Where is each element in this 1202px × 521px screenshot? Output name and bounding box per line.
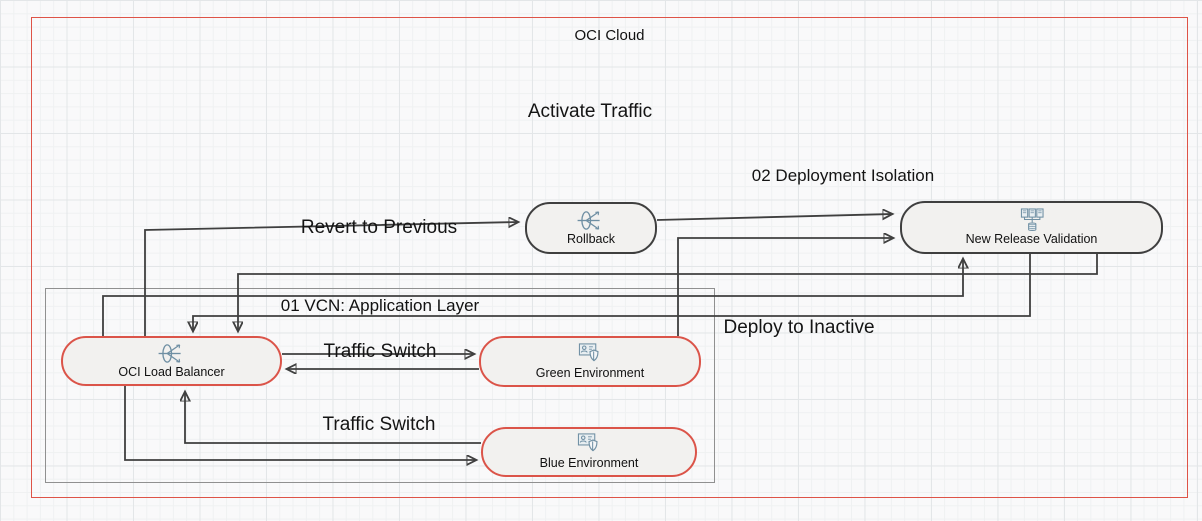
traffic-switch-blue-label: Traffic Switch [322, 414, 436, 435]
load-balancer-icon [576, 209, 606, 232]
node-label: Rollback [567, 232, 615, 247]
node-blue-environment[interactable]: Blue Environment [481, 427, 697, 477]
oci-cloud-container: OCI Cloud [31, 17, 1188, 498]
edge-green-to-nrv [677, 238, 893, 336]
deployment-isolation-label: 02 Deployment Isolation [751, 166, 935, 185]
load-balancer-icon [157, 342, 187, 365]
node-label: New Release Validation [965, 231, 1098, 246]
edge-nrv-to-lb-deploy [193, 254, 1031, 331]
edge-lb-to-blue-traffic-switch [124, 386, 476, 460]
node-label: OCI Load Balancer [118, 365, 225, 380]
traffic-switch-green-label: Traffic Switch [323, 341, 437, 362]
deploy-to-inactive-label: Deploy to Inactive [723, 317, 875, 338]
node-new-release-validation[interactable]: New Release Validation [900, 201, 1163, 254]
edge-nrv-to-lb-activate [238, 254, 1098, 331]
activate-traffic-label: Activate Traffic [527, 101, 653, 122]
compute-shield-icon [575, 433, 603, 456]
vcn-label: 01 VCN: Application Layer [280, 296, 480, 315]
node-oci-load-balancer[interactable]: OCI Load Balancer [61, 336, 282, 386]
node-rollback[interactable]: Rollback [525, 202, 657, 254]
instance-pool-icon [1016, 208, 1048, 232]
compute-shield-icon [576, 343, 604, 366]
node-green-environment[interactable]: Green Environment [479, 336, 701, 387]
edge-lb-to-nrv [102, 259, 963, 336]
edge-blue-to-lb [185, 392, 481, 444]
node-label: Blue Environment [539, 456, 639, 471]
revert-to-previous-label: Revert to Previous [300, 217, 458, 238]
oci-cloud-label: OCI Cloud [574, 27, 645, 44]
vcn-application-layer-container: 01 VCN: Application Layer [45, 288, 715, 483]
edge-rollback-to-nrv [656, 214, 892, 221]
edge-lb-to-rollback [144, 222, 518, 336]
node-label: Green Environment [535, 365, 645, 380]
